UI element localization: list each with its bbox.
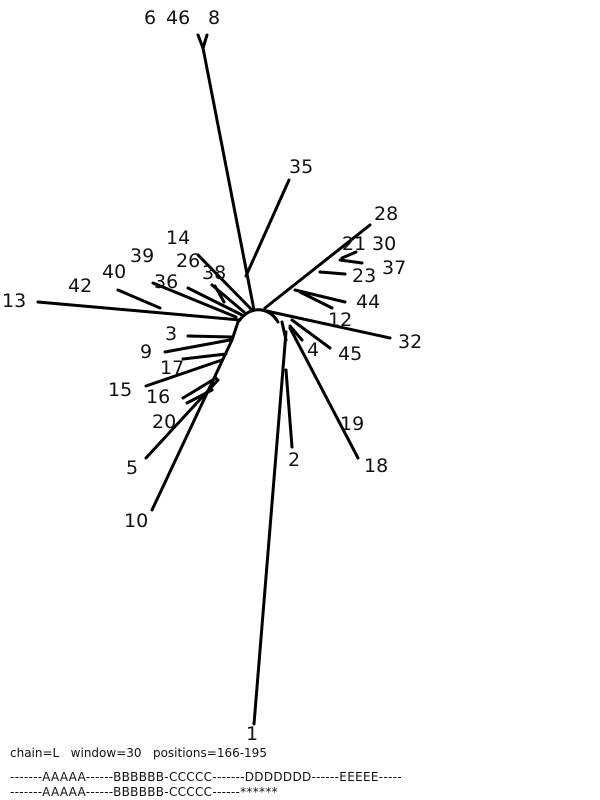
tree-branch [36, 300, 242, 322]
leaf-label-12: 12 [328, 309, 352, 331]
leaf-label-39: 39 [130, 245, 154, 267]
leaf-label-23: 23 [352, 265, 376, 287]
leaf-label-18: 18 [364, 455, 388, 477]
tree-branch [181, 352, 228, 361]
leaf-label-17: 17 [160, 357, 184, 379]
leaf-label-32: 32 [398, 331, 422, 353]
tree-branch [144, 378, 220, 460]
tree-branch [293, 288, 347, 304]
tree-branch [151, 281, 238, 319]
tree-branch [340, 250, 358, 260]
tree-branch [196, 253, 254, 312]
tree-branch [280, 320, 288, 342]
tree-branch [186, 286, 244, 317]
leaf-label-21: 21 [342, 233, 366, 255]
tree-branch [201, 46, 256, 312]
tree-branch [252, 330, 288, 726]
leaf-label-40: 40 [102, 261, 126, 283]
leaf-label-26: 26 [176, 250, 200, 272]
tree-branch [284, 368, 294, 449]
sequence-line-1: -------AAAAA------BBBBBB-CCCCC-------DDD… [10, 770, 402, 784]
tree-branch [288, 326, 360, 460]
tree-branch [318, 270, 347, 276]
sequence-line-2: -------AAAAA------BBBBBB-CCCCC------****… [10, 785, 278, 799]
leaf-label-42: 42 [68, 275, 92, 297]
leaf-label-10: 10 [124, 510, 148, 532]
tree-branch [150, 320, 240, 512]
tree-branch [163, 338, 232, 354]
leaf-label-13: 13 [2, 290, 26, 312]
leaf-label-14: 14 [166, 227, 190, 249]
leaf-label-9: 9 [140, 341, 152, 363]
window-info: chain=L window=30 positions=166-195 [10, 746, 267, 760]
tree-branch [298, 290, 334, 310]
tree-branch [116, 288, 162, 310]
tree-branch [338, 258, 364, 265]
leaf-label-5: 5 [126, 457, 138, 479]
leaf-label-19: 19 [340, 413, 364, 435]
leaf-label-20: 20 [152, 411, 176, 433]
leaf-label-4: 4 [307, 339, 319, 361]
tree-branch [244, 178, 291, 278]
leaf-label-8: 8 [208, 7, 220, 29]
tree-branch [213, 284, 226, 304]
leaf-label-16: 16 [146, 386, 170, 408]
leaf-label-28: 28 [374, 203, 398, 225]
leaf-label-3: 3 [165, 323, 177, 345]
leaf-label-35: 35 [289, 156, 313, 178]
tree-branch [201, 33, 209, 50]
leaf-label-46: 46 [166, 7, 190, 29]
leaf-label-44: 44 [356, 291, 380, 313]
leaf-label-36: 36 [154, 271, 178, 293]
tree-branch [144, 358, 224, 388]
leaf-label-38: 38 [202, 262, 226, 284]
tree-branch [181, 376, 218, 400]
tree-branch [263, 223, 372, 310]
leaf-label-1: 1 [246, 723, 258, 742]
leaf-label-37: 37 [382, 257, 406, 279]
tree-branch [260, 308, 392, 340]
leaf-label-45: 45 [338, 343, 362, 365]
tree-branch [186, 334, 234, 339]
leaf-label-15: 15 [108, 379, 132, 401]
leaf-label-2: 2 [288, 449, 300, 471]
tree-branch [290, 318, 332, 350]
leaf-label-30: 30 [372, 233, 396, 255]
tree-branch [288, 324, 304, 342]
leaf-label-6: 6 [144, 7, 156, 29]
